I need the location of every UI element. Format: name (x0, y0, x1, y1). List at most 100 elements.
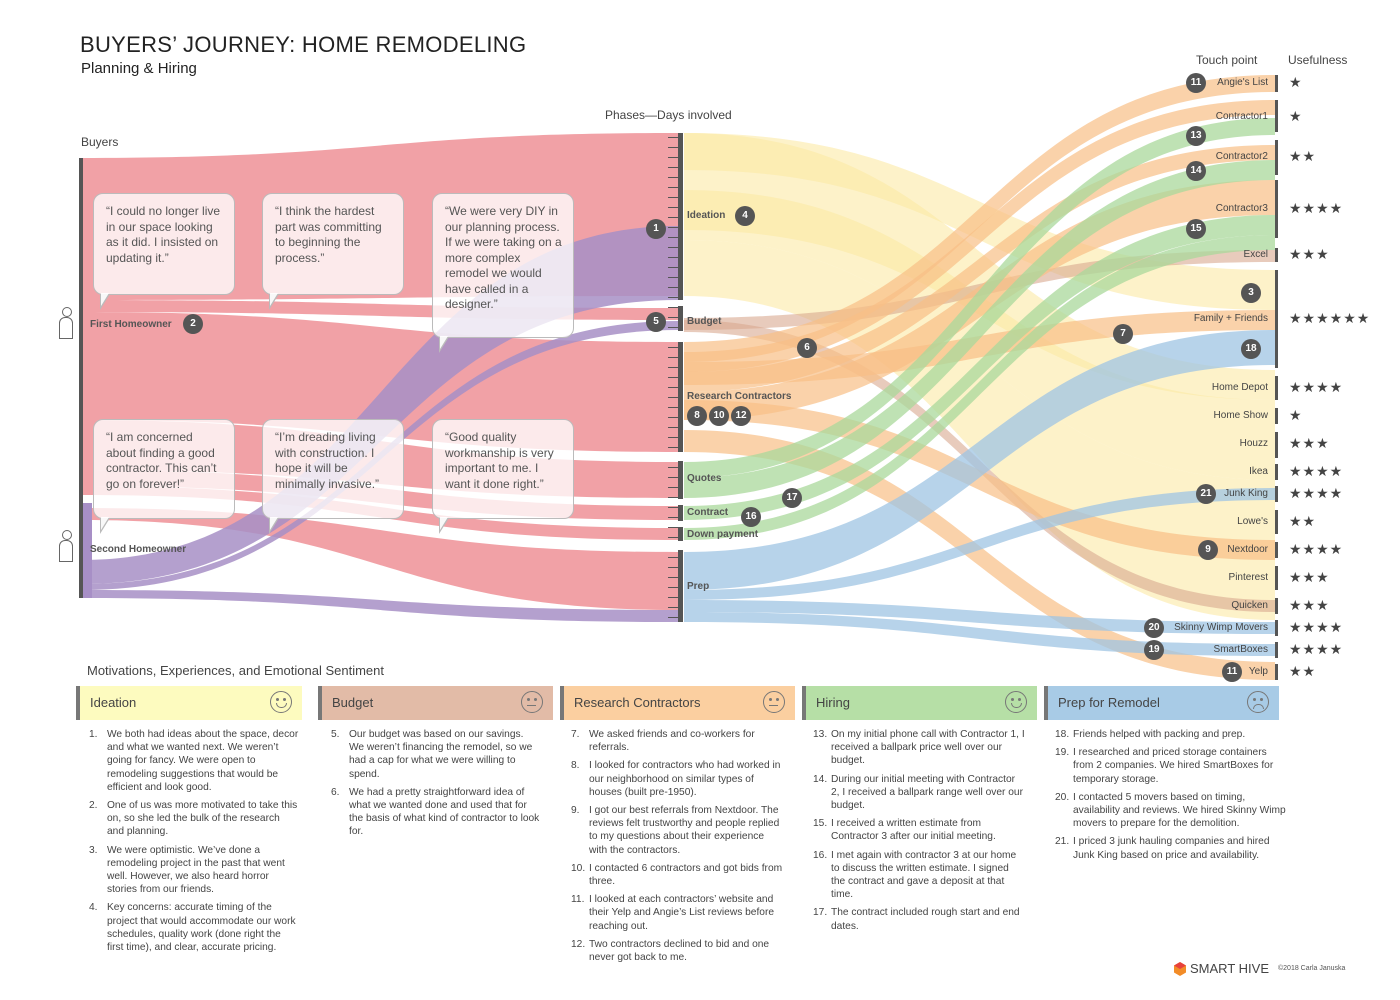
note-badge: 17 (782, 488, 802, 508)
phase-label-contract: Contract (687, 507, 729, 518)
note-number: 4. (89, 902, 98, 914)
phase-tick (668, 517, 678, 518)
phase-label-down-payment: Down payment (687, 529, 759, 540)
touchpoint-bar (1275, 180, 1278, 238)
phase-label-ideation: Ideation (687, 210, 726, 221)
note-item: 20.I contacted 5 movers based on timing,… (1055, 791, 1287, 831)
usefulness-stars: ★★ (1289, 513, 1317, 529)
usefulness-stars: ★★★★ (1289, 379, 1344, 395)
note-badge: 15 (1186, 219, 1206, 239)
usefulness-stars: ★ (1289, 74, 1303, 90)
usefulness-stars: ★★★★ (1289, 463, 1344, 479)
touchpoint-label: Home Depot (1211, 382, 1268, 393)
phase-tick (668, 167, 678, 168)
usefulness-header: Usefulness (1288, 53, 1348, 67)
flow-prep-junkking (684, 488, 1275, 600)
note-badge: 11 (1186, 73, 1206, 93)
section-card-prep: Prep for Remodel (1044, 686, 1279, 720)
second-homeowner-bar-fill (82, 503, 92, 598)
note-item: 5.Our budget was based on our savings. W… (331, 728, 541, 781)
phase-tick (668, 347, 678, 348)
phase-tick (668, 597, 678, 598)
note-badge: 14 (1186, 161, 1206, 181)
note-item: 4.Key concerns: accurate timing of the p… (89, 901, 299, 954)
phase-tick (668, 177, 678, 178)
phase-tick (668, 607, 678, 608)
flow-prep-smartboxes (684, 612, 1275, 656)
note-text: On my initial phone call with Contractor… (831, 729, 1025, 767)
quote-text: “I’m dreading living with construction. … (275, 430, 380, 491)
phase-label-quotes: Quotes (687, 473, 722, 484)
quote-bubble: “I am concerned about finding a good con… (93, 419, 235, 534)
usefulness-stars: ★★★ (1289, 569, 1330, 585)
touchpoint-label: Lowe's (1237, 516, 1268, 527)
usefulness-stars: ★★ (1289, 148, 1317, 164)
phase-tick (668, 267, 678, 268)
touchpoint-bar (1275, 140, 1278, 175)
touchpoint-label: Ikea (1249, 466, 1268, 477)
touchpoint-label: Nextdoor (1227, 544, 1268, 555)
note-item: 10.I contacted 6 contractors and got bid… (571, 862, 783, 888)
touchpoint-bar (1275, 566, 1278, 590)
note-number: 1. (89, 729, 98, 740)
usefulness-stars: ★★ (1289, 663, 1317, 679)
note-text: I received a written estimate from Contr… (831, 818, 996, 843)
phase-tick (668, 467, 678, 468)
flow-first-research (82, 312, 678, 452)
note-badge: 8 (687, 406, 707, 426)
flow-quotes-contractor1 (684, 118, 1275, 478)
touchpoint-bar (1275, 408, 1278, 424)
phase-tick (668, 567, 678, 568)
touchpoint-bar (1275, 486, 1278, 502)
buyer-bar (79, 158, 83, 598)
usefulness-stars: ★★★★★★ (1289, 310, 1371, 326)
copyright: ©2018 Carla Januska (1278, 965, 1346, 972)
section-card-budget: Budget (318, 686, 553, 720)
note-text: I looked for contractors who had worked … (589, 760, 781, 798)
neutral-face-icon (763, 691, 785, 713)
usefulness-stars: ★★★★ (1289, 641, 1344, 657)
note-badge: 7 (1113, 324, 1133, 344)
phase-tick (668, 527, 678, 528)
flow-research-contractor1 (684, 100, 1275, 372)
note-text: I looked at each contractors’ website an… (589, 894, 775, 932)
phase-tick (668, 537, 678, 538)
phase-tick (668, 197, 678, 198)
phase-label-prep: Prep (687, 581, 710, 592)
usefulness-stars: ★★★ (1289, 597, 1330, 613)
touchpoint-label: Quicken (1231, 600, 1268, 611)
note-badge: 5 (646, 312, 666, 332)
usefulness-stars: ★ (1289, 108, 1303, 124)
notes-hiring: 13.On my initial phone call with Contrac… (813, 728, 1025, 938)
note-badge: 21 (1196, 484, 1216, 504)
phase-tick (668, 317, 678, 318)
phase-tick (668, 207, 678, 208)
sad-face-icon (1247, 691, 1269, 713)
note-badge: 16 (741, 507, 761, 527)
phase-tick (668, 217, 678, 218)
note-item: 12.Two contractors declined to bid and o… (571, 938, 783, 964)
quote-bubble: “Good quality workmanship is very import… (432, 419, 574, 534)
note-badge: 18 (1241, 339, 1261, 359)
note-number: 16. (813, 849, 828, 861)
quote-text: “I could no longer live in our space loo… (106, 204, 221, 265)
touchpoint-label: Excel (1243, 249, 1268, 260)
note-badge: 9 (1198, 540, 1218, 560)
phase-tick (668, 147, 678, 148)
note-item: 1.We both had ideas about the space, dec… (89, 728, 299, 794)
touchpoint-label: Family + Friends (1193, 313, 1268, 324)
phase-tick (668, 327, 678, 328)
touchpoint-bar (1275, 75, 1278, 92)
note-number: 2. (89, 800, 98, 812)
note-number: 7. (571, 729, 580, 740)
touchpoint-bar (1275, 642, 1278, 658)
touchpoint-bar (1275, 248, 1278, 262)
phases-header: Phases—Days involved (605, 108, 732, 122)
note-item: 3.We were optimistic. We’ve done a remod… (89, 844, 299, 897)
note-text: I contacted 6 contractors and got bids f… (589, 862, 783, 888)
flow-prep-movers (684, 600, 1275, 634)
quote-bubble: “We were very DIY in our planning proces… (432, 193, 574, 353)
brand-name: SMART HIVE (1190, 961, 1269, 976)
usefulness-stars: ★★★★ (1289, 485, 1344, 501)
phase-tick (668, 507, 678, 508)
